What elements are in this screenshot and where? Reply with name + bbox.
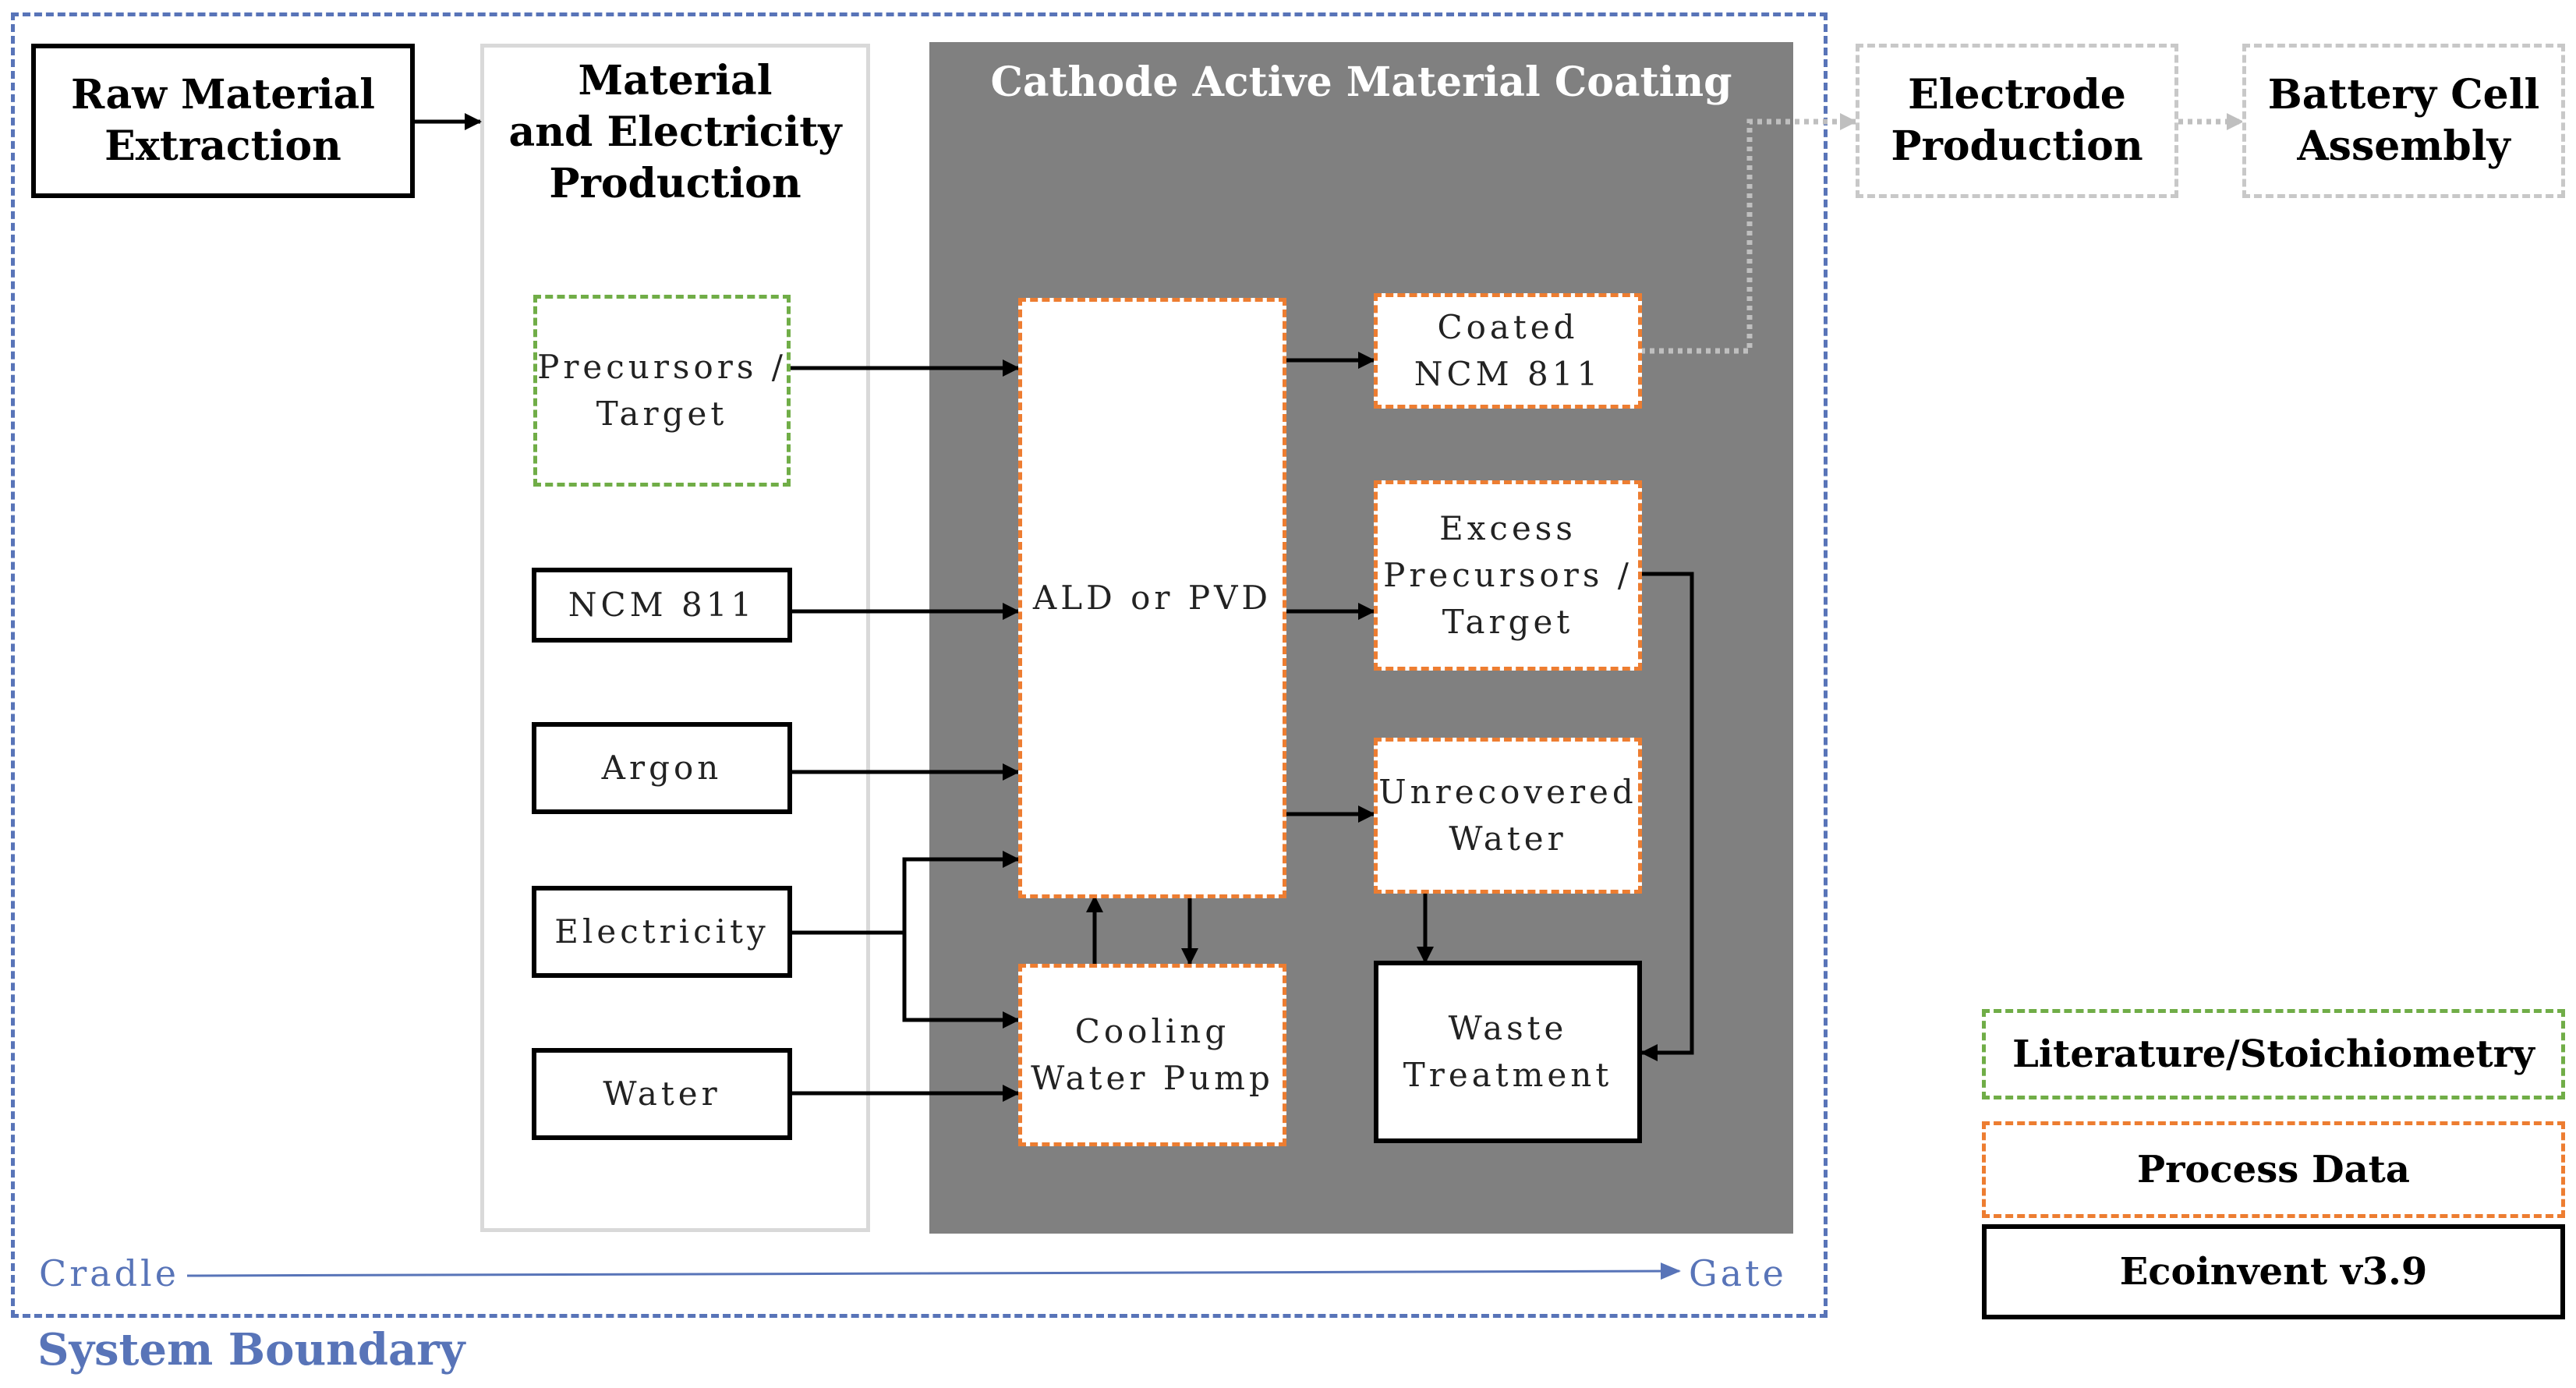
cooling-water-pump-box: Cooling Water Pump [1018, 964, 1286, 1146]
argon-box: Argon [532, 722, 792, 814]
precursors-line1: Precursors / [537, 348, 787, 386]
system-boundary-label: System Boundary [37, 1324, 465, 1376]
material-production-line2: and Electricity [508, 108, 842, 156]
arrow-coated-to-electrode [1640, 113, 1857, 354]
legend-process-data: Process Data [1982, 1121, 2565, 1218]
battery-cell-assembly-box: Battery Cell Assembly [2242, 44, 2565, 198]
coated-line2: NCM 811 [1414, 355, 1602, 393]
cradle-to-gate-arrow [186, 1262, 1681, 1280]
water-box: Water [532, 1048, 792, 1140]
electrode-line1: Electrode [1908, 71, 2126, 119]
coated-ncm811-box: Coated NCM 811 [1374, 293, 1642, 409]
water-label: Water [603, 1075, 721, 1113]
material-production-line1: Material [578, 57, 773, 104]
precursors-line2: Target [596, 395, 728, 433]
legend-literature-stoichiometry: Literature/Stoichiometry [1982, 1009, 2565, 1099]
raw-material-line1: Raw Material [71, 71, 375, 119]
unrecovered-line1: Unrecovered [1378, 773, 1637, 811]
unrecovered-line2: Water [1449, 820, 1567, 858]
raw-material-extraction-box: Raw Material Extraction [31, 44, 415, 198]
arrow-electricity-to-ald [791, 851, 1020, 935]
electrode-line2: Production [1891, 122, 2143, 170]
electrode-production-box: Electrode Production [1856, 44, 2178, 198]
legend-ecoinvent: Ecoinvent v3.9 [1982, 1224, 2565, 1319]
coating-section-title: Cathode Active Material Coating [990, 58, 1732, 106]
ald-pvd-label: ALD or PVD [1032, 579, 1272, 617]
ncm811-input-label: NCM 811 [568, 586, 756, 624]
electricity-box: Electricity [532, 886, 792, 978]
ncm811-input-box: NCM 811 [532, 568, 792, 643]
ald-pvd-box: ALD or PVD [1018, 298, 1286, 898]
legend-process-data-label: Process Data [2137, 1148, 2410, 1191]
excess-line2: Precursors / [1383, 556, 1633, 594]
arrow-excess-to-waste [1640, 572, 1694, 1061]
waste-line1: Waste [1448, 1009, 1568, 1047]
coated-line1: Coated [1437, 308, 1579, 346]
cooling-line1: Cooling [1074, 1012, 1230, 1050]
legend-literature-label: Literature/Stoichiometry [2012, 1032, 2535, 1076]
unrecovered-water-box: Unrecovered Water [1374, 738, 1642, 894]
cooling-line2: Water Pump [1031, 1059, 1274, 1097]
argon-label: Argon [601, 749, 723, 787]
precursors-target-box: Precursors / Target [533, 295, 791, 487]
arrow-electricity-to-cooling [902, 933, 1020, 1029]
excess-line3: Target [1442, 603, 1574, 641]
battery-line2: Assembly [2297, 122, 2511, 170]
raw-material-line2: Extraction [104, 122, 341, 170]
excess-precursors-box: Excess Precursors / Target [1374, 480, 1642, 671]
material-production-line3: Production [549, 160, 801, 207]
legend-ecoinvent-label: Ecoinvent v3.9 [2119, 1250, 2428, 1294]
excess-line1: Excess [1439, 509, 1576, 547]
waste-treatment-box: Waste Treatment [1374, 961, 1642, 1143]
electricity-label: Electricity [554, 912, 770, 951]
battery-line1: Battery Cell [2267, 71, 2540, 119]
waste-line2: Treatment [1403, 1056, 1613, 1094]
cradle-label: Cradle [39, 1252, 179, 1294]
material-production-title: Material and Electricity Production [480, 55, 870, 211]
gate-label: Gate [1689, 1252, 1787, 1294]
system-boundary-frame [11, 12, 1828, 1318]
